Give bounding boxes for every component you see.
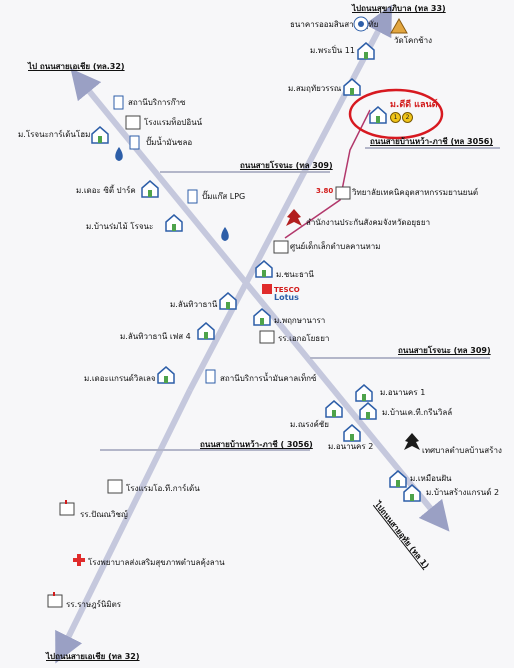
road-label-banwa-bottom: ถนนสายบ้านหว้า-ภาชี ( 3056) bbox=[200, 440, 313, 449]
house-icon bbox=[197, 322, 215, 340]
place-gas-station: สถานีบริการก๊าซ bbox=[128, 98, 186, 107]
drop-icon bbox=[115, 147, 123, 161]
place-sompraya: ม.สมฤทัยวรรณ bbox=[288, 84, 342, 93]
place-muenfan: ม.เหมือนฝัน bbox=[410, 474, 452, 483]
house-icon bbox=[165, 214, 183, 232]
road-asia-diagonal bbox=[70, 68, 450, 532]
road-label-bottom-left: ไปถนนสายเอเชีย (ทล 32) bbox=[46, 652, 140, 661]
place-oil-pump: ปั๊มน้ำมันชลอ bbox=[146, 138, 193, 147]
place-the-city-park: ม.เดอะ ซิตี้ ปาร์ค bbox=[76, 186, 136, 195]
tesco-logo-bottom: Lotus bbox=[274, 293, 299, 302]
place-hotel-top: โรงแรมท็อปอินน์ bbox=[144, 118, 203, 127]
place-school-pan: รร.ปัณณวิชญ์ bbox=[80, 510, 128, 519]
house-icon bbox=[343, 78, 361, 96]
college-icon bbox=[335, 186, 351, 200]
place-lanthiwa: ม.ลันทิวาธานี bbox=[170, 300, 218, 309]
house-icon bbox=[369, 106, 387, 124]
place-school-ekkai: รร.เอกอโยธยา bbox=[278, 334, 330, 343]
house-icon bbox=[157, 366, 175, 384]
house-icon bbox=[355, 384, 373, 402]
house-icon bbox=[403, 484, 421, 502]
place-temple: วัดโคกช้าง bbox=[394, 36, 433, 45]
place-ban-sang-grand: ม.บ้านสร้างแกรนด์ 2 bbox=[426, 488, 500, 497]
place-hotel-bottom: โรงแรมโอ.ที.การ์เด้น bbox=[126, 484, 200, 493]
highlight-ring bbox=[348, 88, 444, 140]
school-icon bbox=[47, 592, 63, 608]
place-bank: ธนาคารออมสินสาขาอุทัย bbox=[290, 20, 379, 29]
bank-icon bbox=[353, 16, 369, 32]
hotel-icon bbox=[125, 115, 141, 130]
place-hospital: โรงพยาบาลส่งเสริมสุขภาพตำบลคุ้งลาน bbox=[88, 558, 225, 567]
school-icon bbox=[59, 500, 75, 516]
gas-pump-icon bbox=[205, 369, 216, 384]
ddland-badge-1: 1 bbox=[390, 112, 401, 123]
place-child-center: ศูนย์เด็กเล็กตำบลคานหาม bbox=[290, 242, 381, 251]
lpg-icon bbox=[187, 189, 198, 204]
child-center-icon bbox=[273, 240, 289, 254]
house-icon bbox=[219, 292, 237, 310]
drop-icon bbox=[221, 227, 229, 241]
house-icon bbox=[253, 308, 271, 326]
pump-icon bbox=[129, 135, 140, 150]
place-tech-college: วิทยาลัยเทคนิคอุตสาหกรรมยานยนต์ bbox=[352, 188, 479, 197]
place-provincial-office: สำนักงานประกันสังคมจังหวัดอยุธยา bbox=[306, 218, 431, 227]
place-lanthiwa4: ม.ลันทิวาธานี เฟส 4 bbox=[120, 332, 191, 341]
place-anan1: ม.อนานคร 1 bbox=[380, 388, 426, 397]
place-school-ratchaphat: รร.ราษฎร์นิมิตร bbox=[66, 600, 122, 609]
road-asia-south bbox=[55, 388, 193, 664]
place-grand-village: ม.เดอะแกรนด์วิลเลจ bbox=[84, 374, 156, 383]
garuda-icon bbox=[404, 433, 420, 450]
place-phraya11: ม.พระปิ่น 11 bbox=[310, 46, 355, 55]
place-gas-station-2: สถานีบริการน้ำมันคาลเท็กซ์ bbox=[220, 374, 317, 383]
gas-station-icon bbox=[113, 95, 124, 110]
hospital-cross-icon bbox=[73, 554, 85, 566]
house-icon bbox=[325, 400, 343, 418]
tesco-logo-top: TESCO bbox=[274, 286, 300, 294]
house-icon bbox=[141, 180, 159, 198]
place-anan2: ม.อนานคร 2 bbox=[328, 442, 374, 451]
road-label-banwa-top: ถนนสายบ้านหว้า-ภาชี (ทล 3056) bbox=[370, 137, 493, 146]
road-label-rojana-top: ถนนสายโรจนะ (ทล 309) bbox=[240, 161, 333, 170]
hotel-icon bbox=[107, 479, 123, 494]
house-icon bbox=[389, 470, 407, 488]
school-icon bbox=[259, 330, 275, 344]
place-narongchai: ม.ณรงค์ชัย bbox=[290, 420, 329, 429]
place-ban-rom-mai: ม.บ้านร่มไม้ โรจนะ bbox=[86, 222, 154, 231]
house-icon bbox=[91, 126, 109, 144]
house-icon bbox=[357, 42, 375, 60]
house-icon bbox=[255, 260, 273, 278]
road-label-top-right: ไปถนนสุขาภิบาล (ทล 33) bbox=[352, 4, 446, 13]
place-lpg: ปั๊มแก๊ส LPG bbox=[202, 192, 246, 201]
house-icon bbox=[359, 402, 377, 420]
house-icon bbox=[343, 424, 361, 442]
place-chanathani: ม.ชนะธานี bbox=[276, 270, 314, 279]
place-municipality: เทศบาลตำบลบ้านสร้าง bbox=[422, 446, 502, 455]
place-phrukkhanawan: ม.พฤกษานารา bbox=[274, 316, 326, 325]
ddland-badge-2: 2 bbox=[402, 112, 413, 123]
tesco-marker bbox=[262, 284, 272, 294]
temple-icon bbox=[390, 18, 408, 34]
place-rojana-garden: ม.โรจนะการ์เด้นโฮม bbox=[18, 130, 91, 139]
place-ban-thechi: ม.บ้านเค.ที.กรีนวิลล์ bbox=[382, 408, 453, 417]
road-label-rojana-mid: ถนนสายโรจนะ (ทล 309) bbox=[398, 346, 491, 355]
ddland-label: ม.ดีดี แลนด์ bbox=[390, 100, 438, 110]
distance-label: 3.80 km bbox=[316, 187, 348, 195]
road-label-top-left: ไป ถนนสายเอเชีย (ทล.32) bbox=[28, 62, 125, 71]
garuda-icon bbox=[286, 209, 302, 226]
